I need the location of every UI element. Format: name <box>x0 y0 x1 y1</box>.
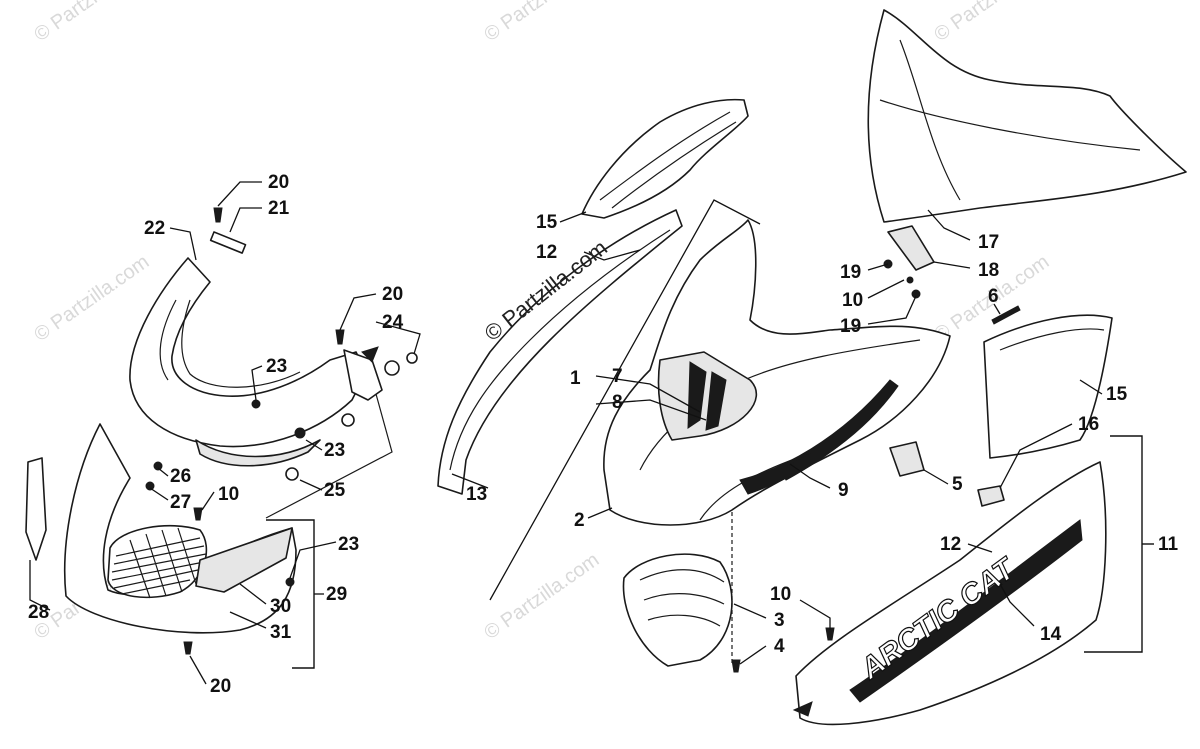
callout-26: 26 <box>170 466 191 487</box>
callout-13: 13 <box>466 484 487 505</box>
watermark-tile: © Partzilla.com <box>480 549 603 644</box>
decal-7b <box>705 371 727 431</box>
side-panel-30 <box>195 527 293 593</box>
bumper-22 <box>129 257 367 448</box>
pin-6 <box>991 305 1021 325</box>
callout-4: 4 <box>774 636 785 657</box>
leader-lines <box>29 181 1103 685</box>
callout-23: 23 <box>324 440 345 461</box>
callout-labels: 20 21 22 20 24 23 23 25 26 27 10 28 23 2… <box>28 172 1179 697</box>
trim-15-top <box>581 98 749 219</box>
callout-12: 12 <box>536 242 557 263</box>
bracket-5 <box>889 441 925 477</box>
callout-20: 20 <box>382 284 403 305</box>
callout-19: 19 <box>840 316 861 337</box>
rivet-19 <box>911 289 921 299</box>
hood-2 <box>603 219 951 526</box>
callout-24: 24 <box>382 312 404 333</box>
lower-panel-stripe <box>849 519 1083 703</box>
callout-12: 12 <box>940 534 961 555</box>
callout-25: 25 <box>324 480 346 501</box>
callout-1: 1 <box>570 368 581 389</box>
callout-19: 19 <box>840 262 861 283</box>
callout-15: 15 <box>536 212 558 233</box>
watermark-tile: © Partzilla.com <box>30 251 153 346</box>
callout-20: 20 <box>268 172 289 193</box>
mount-18 <box>887 225 935 271</box>
callout-31: 31 <box>270 622 292 643</box>
callout-20: 20 <box>210 676 231 697</box>
decal-9b <box>779 391 887 481</box>
arrow-marker-icon <box>792 701 813 717</box>
rivet-10 <box>906 276 914 284</box>
watermark-tile: © Partzilla.com <box>480 0 603 46</box>
side-panel-15 <box>983 314 1113 459</box>
lower-panel-11 <box>795 461 1107 726</box>
rivet-23 <box>294 427 306 439</box>
screw-icon <box>335 329 345 345</box>
callout-5: 5 <box>952 474 963 495</box>
headlight-3 <box>622 553 733 667</box>
rivet-23 <box>251 399 261 409</box>
arrow-marker-icon <box>361 346 379 363</box>
callout-3: 3 <box>774 610 785 631</box>
clip-16 <box>977 485 1005 507</box>
callout-18: 18 <box>978 260 999 281</box>
callout-23: 23 <box>266 356 287 377</box>
callout-22: 22 <box>144 218 165 239</box>
callout-17: 17 <box>978 232 999 253</box>
bumper-lower-shadow <box>195 439 321 467</box>
callout-10: 10 <box>770 584 791 605</box>
callout-8: 8 <box>612 392 623 413</box>
grille-mesh <box>111 527 207 599</box>
screw-icon <box>213 207 223 223</box>
washer-24 <box>406 352 418 364</box>
callout-27: 27 <box>170 492 191 513</box>
rivet-23 <box>285 577 295 587</box>
clip-4 <box>731 659 741 673</box>
nut-24 <box>384 360 400 376</box>
callout-9: 9 <box>838 480 849 501</box>
callout-28: 28 <box>28 602 49 623</box>
screw-icon <box>183 641 193 655</box>
headlight-opening <box>657 351 757 441</box>
screw-icon <box>193 507 203 521</box>
watermark-tile: © Partzilla.com <box>930 0 1053 46</box>
watermark-tile: © Partzilla.com <box>30 0 153 46</box>
callout-10: 10 <box>842 290 863 311</box>
callout-29: 29 <box>326 584 347 605</box>
screw-icon <box>825 627 835 641</box>
callout-2: 2 <box>574 510 585 531</box>
callout-6: 6 <box>988 286 999 307</box>
callout-23: 23 <box>338 534 359 555</box>
callout-15: 15 <box>1106 384 1128 405</box>
rivet-26 <box>153 461 163 471</box>
callout-30: 30 <box>270 596 291 617</box>
callout-11: 11 <box>1158 534 1179 555</box>
rivet-27 <box>145 481 155 491</box>
side-strip-28 <box>25 457 47 561</box>
strip-21 <box>209 231 247 254</box>
bumper-side-clip <box>343 349 383 401</box>
windshield-17 <box>867 9 1187 223</box>
callout-10: 10 <box>218 484 239 505</box>
left-assembly <box>25 207 418 655</box>
callout-16: 16 <box>1078 414 1099 435</box>
callout-14: 14 <box>1040 624 1062 645</box>
callout-7: 7 <box>612 366 623 387</box>
grommet-25 <box>341 413 355 427</box>
grommet-25 <box>285 467 299 481</box>
callout-21: 21 <box>268 198 290 219</box>
center-assembly <box>437 98 951 673</box>
